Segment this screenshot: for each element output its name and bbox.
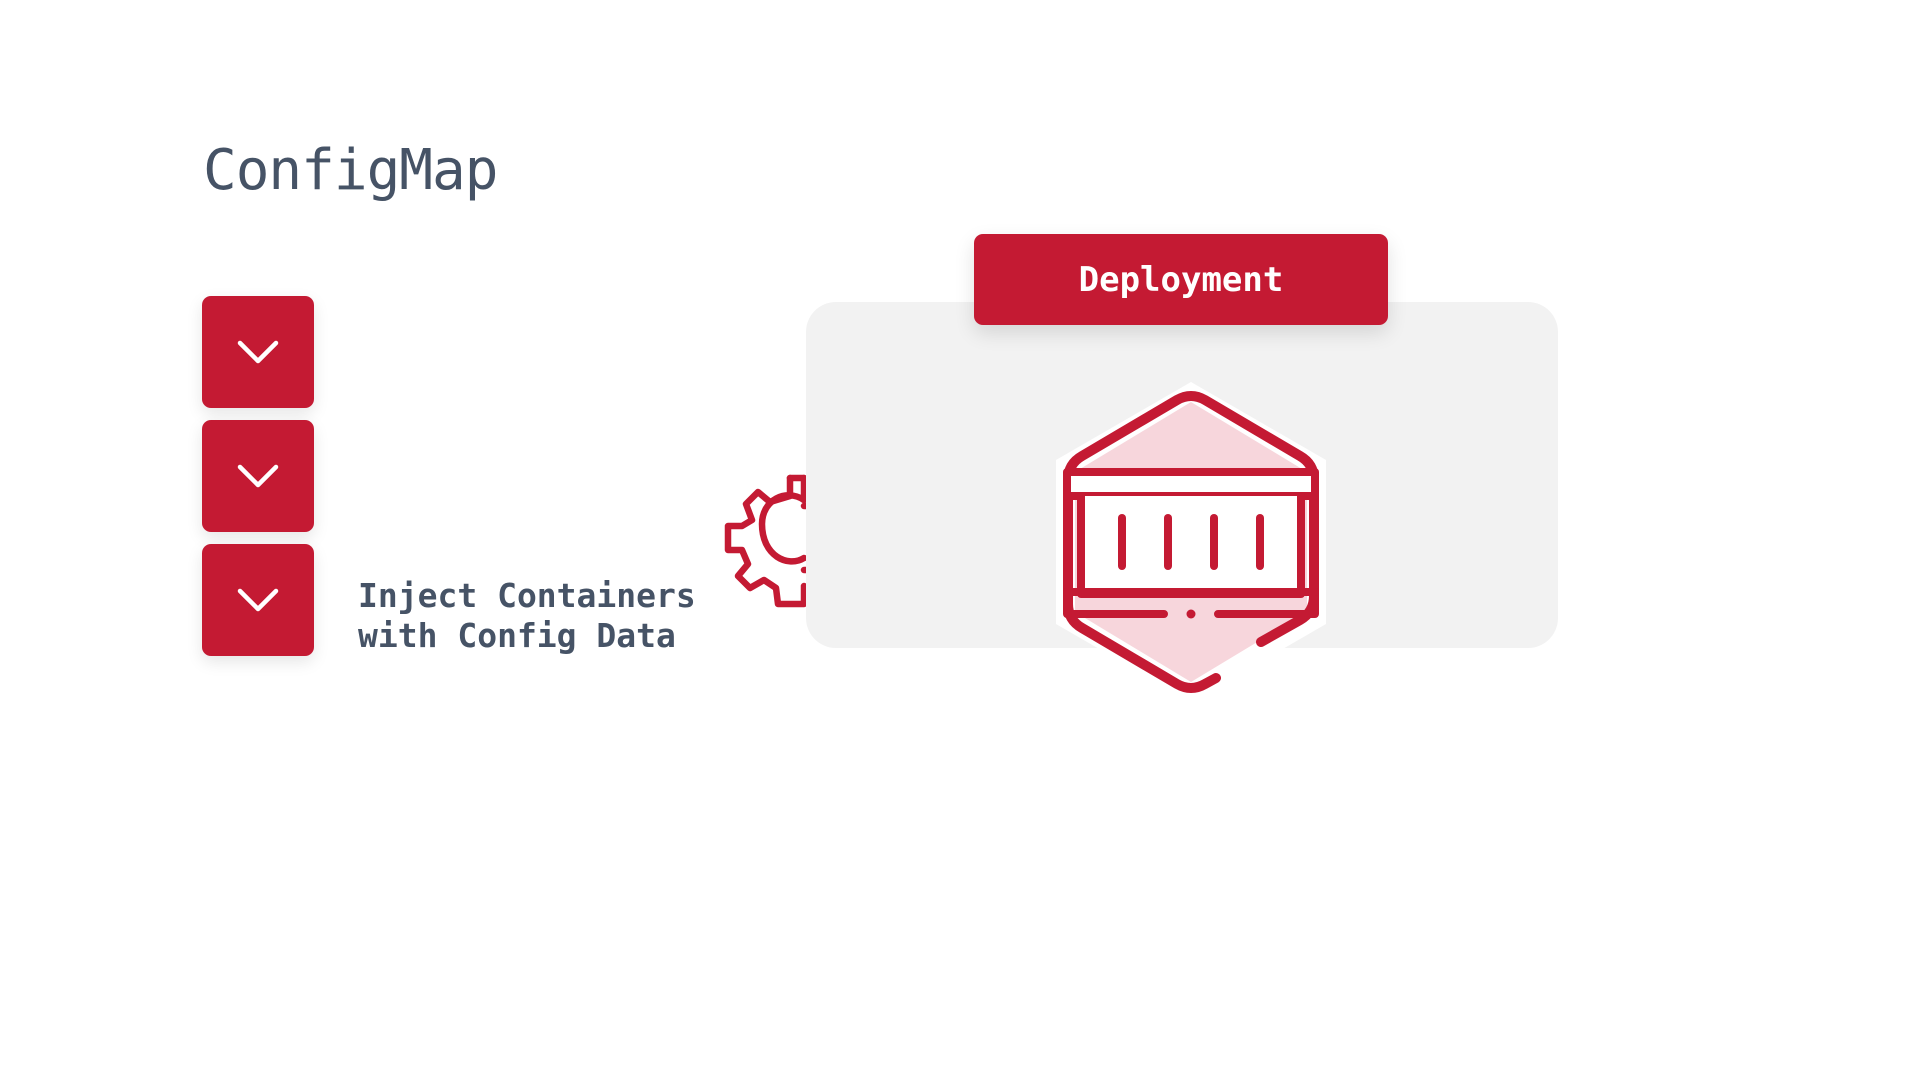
configmap-item-2[interactable]: [202, 420, 314, 532]
inject-label-line-1: Inject Containers: [358, 576, 696, 615]
inject-label-line-2: with Config Data: [358, 616, 676, 655]
configmap-item-3[interactable]: [202, 544, 314, 656]
chevron-down-icon: [237, 340, 279, 364]
chevron-down-icon: [237, 464, 279, 488]
page-title: ConfigMap: [203, 138, 498, 203]
deployment-header[interactable]: Deployment: [974, 234, 1388, 325]
inject-label: Inject Containers with Config Data: [358, 576, 696, 656]
chevron-down-icon: [237, 588, 279, 612]
container-hexagon-icon: [1056, 382, 1326, 702]
configmap-item-1[interactable]: [202, 296, 314, 408]
